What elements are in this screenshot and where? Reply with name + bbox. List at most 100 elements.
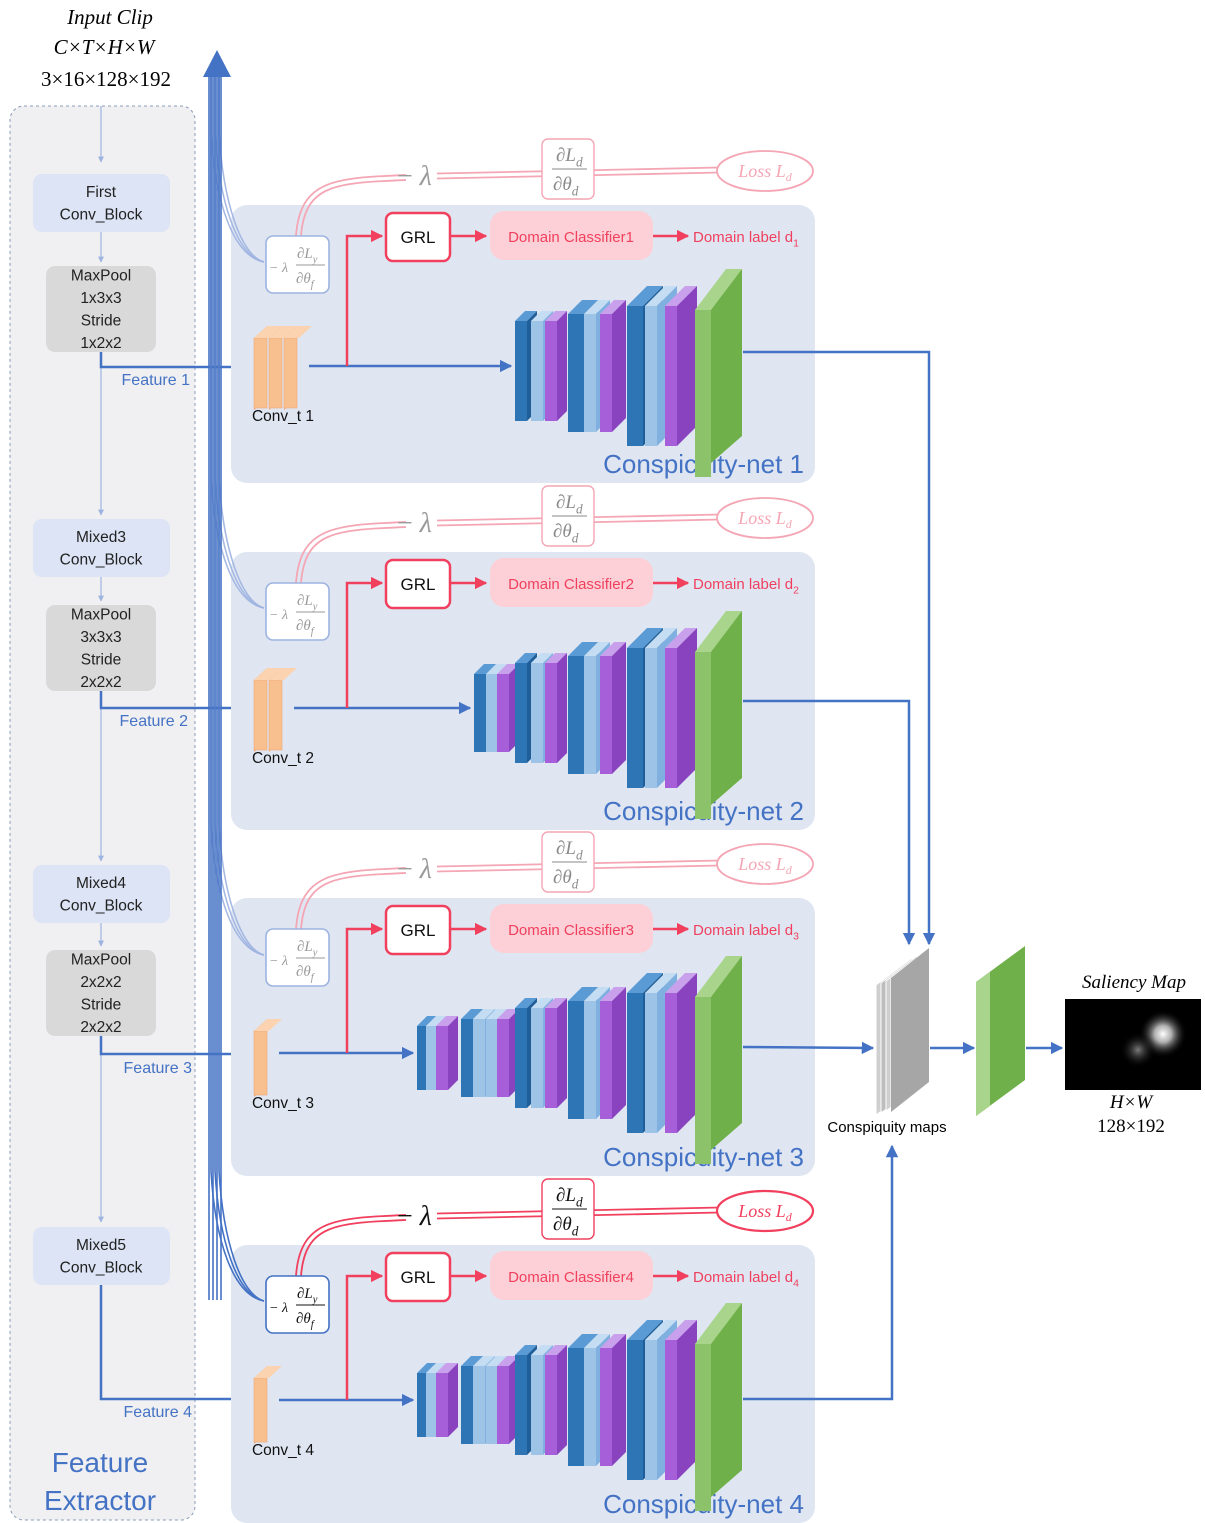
decoder-layer [545, 663, 557, 763]
grad-y-prefix: − λ [269, 954, 288, 969]
decoder-layer [461, 1366, 473, 1444]
conv-t-block [253, 668, 297, 752]
feature-arrow-1 [99, 352, 252, 374]
decoder-layer [584, 656, 596, 774]
decoder-layers [417, 956, 742, 1164]
decoder-layer [627, 1340, 643, 1480]
lambda-label: − λ [397, 854, 432, 885]
grad-y-denominator: ∂θf [296, 618, 316, 638]
decoder-layer [497, 1366, 509, 1444]
decoder-layer [545, 1008, 557, 1108]
decoder-layer [600, 314, 612, 432]
loss-ellipse [715, 1189, 815, 1233]
decoder-layer [531, 1355, 543, 1455]
feature-arrow-2 [99, 691, 254, 715]
conv-t-block [253, 1019, 282, 1097]
feature-extractor-title-line1: Feature [52, 1447, 149, 1478]
conv-t-label: Conv_t 1 [252, 408, 314, 425]
decoder-layer [568, 314, 584, 432]
grad-y-numerator: ∂Ly [297, 246, 318, 266]
decoder-layer [473, 1019, 485, 1097]
feature-extractor-panel [9, 105, 196, 1521]
domain-classifier-label: Domain Classifier2 [508, 576, 634, 593]
input-clip-dims-label: C×T×H×W [54, 35, 157, 59]
domain-classifier-box [490, 558, 653, 607]
decoder-layer [436, 1026, 448, 1090]
decoder-layer [515, 321, 527, 421]
grad-y-numerator: ∂Ly [297, 593, 318, 613]
decoder-layer [568, 1348, 584, 1466]
decoder-layers [474, 611, 742, 819]
domain-label: Domain label d4 [693, 1269, 799, 1290]
extractor-block-text: Mixed4 [76, 875, 126, 892]
extractor-block-text: Stride [81, 996, 122, 1013]
decoder-layer [665, 993, 677, 1133]
loss-label: Loss Ld [737, 854, 793, 877]
decoder-layer [568, 1001, 584, 1119]
conv-t-label: Conv_t 3 [252, 1095, 314, 1112]
loss-label: Loss Ld [737, 1201, 793, 1224]
decoder-layer [645, 1340, 657, 1480]
grad-d-numerator: ∂Ld [556, 492, 583, 517]
conv-to-grl-arrow [345, 229, 384, 366]
decoder-layer [473, 1366, 485, 1444]
loss-ellipse [716, 497, 814, 539]
grad-y-numerator: ∂Ly [297, 1286, 318, 1306]
decoder-layer [531, 1008, 543, 1108]
extractor-block-text: MaxPool [71, 267, 131, 284]
decoder-layer [645, 648, 657, 788]
extractor-block-text: Stride [81, 312, 122, 329]
decoder-layer [531, 663, 543, 763]
conspicuity-maps-label: Conspiquity maps [827, 1119, 946, 1136]
decoder-layer [665, 1340, 677, 1480]
extractor-block-box [46, 266, 156, 352]
decoder-layers [417, 1303, 742, 1511]
grad-y-prefix: − λ [269, 261, 288, 276]
feature-label-2: Feature 2 [120, 713, 189, 730]
loss-label: Loss Ld [737, 508, 793, 531]
domain-label: Domain label d2 [693, 576, 799, 597]
lambda-label: − λ [397, 1201, 432, 1232]
extractor-block-text: Conv_Block [60, 551, 143, 568]
grad-y-denominator: ∂θf [296, 271, 316, 291]
decoder-output-arrows [742, 350, 936, 1401]
loss-label: Loss Ld [737, 161, 793, 184]
decoder-layer [645, 306, 657, 446]
decoder-layer [486, 1366, 498, 1444]
decoder-layer [665, 648, 677, 788]
extractor-block-box [46, 950, 156, 1036]
trunk-arrowhead [203, 50, 231, 77]
conv-to-grl-arrow [345, 576, 384, 708]
extractor-block-box [33, 174, 170, 232]
net4-output-arrow [743, 1144, 899, 1401]
decoder-layer [515, 663, 527, 763]
grad-y-prefix: − λ [269, 1301, 288, 1316]
domain-label: Domain label d1 [693, 229, 799, 250]
saliency-map: Saliency Map H×W 128×192 [1065, 972, 1201, 1137]
conspicuity-maps [875, 948, 929, 1116]
lambda-label: − λ [397, 508, 432, 539]
input-clip: Input Clip C×T×H×W 3×16×128×192 [41, 5, 171, 91]
conv-t-label: Conv_t 4 [252, 1442, 314, 1459]
decoder-layer [600, 1348, 612, 1466]
decoder-layer [486, 674, 498, 752]
saliency-map-dims-label: H×W [1109, 1092, 1155, 1113]
domain-classifier-box [490, 904, 653, 953]
net1-output-arrow [743, 350, 936, 946]
grad-y-denominator: ∂θf [296, 1311, 316, 1331]
decoder-layer [426, 1026, 438, 1090]
decoder-layer [627, 648, 643, 788]
net3-output-arrow [742, 1041, 875, 1055]
decoder-layer [515, 1008, 527, 1108]
extractor-block-text: 2x2x2 [80, 674, 121, 691]
decoder-layer [545, 1355, 557, 1455]
feature-label-1: Feature 1 [122, 372, 191, 389]
lambda-label: − λ [397, 161, 432, 192]
trunk-branch-4 [218, 72, 265, 1302]
decoder-layer [665, 306, 677, 446]
